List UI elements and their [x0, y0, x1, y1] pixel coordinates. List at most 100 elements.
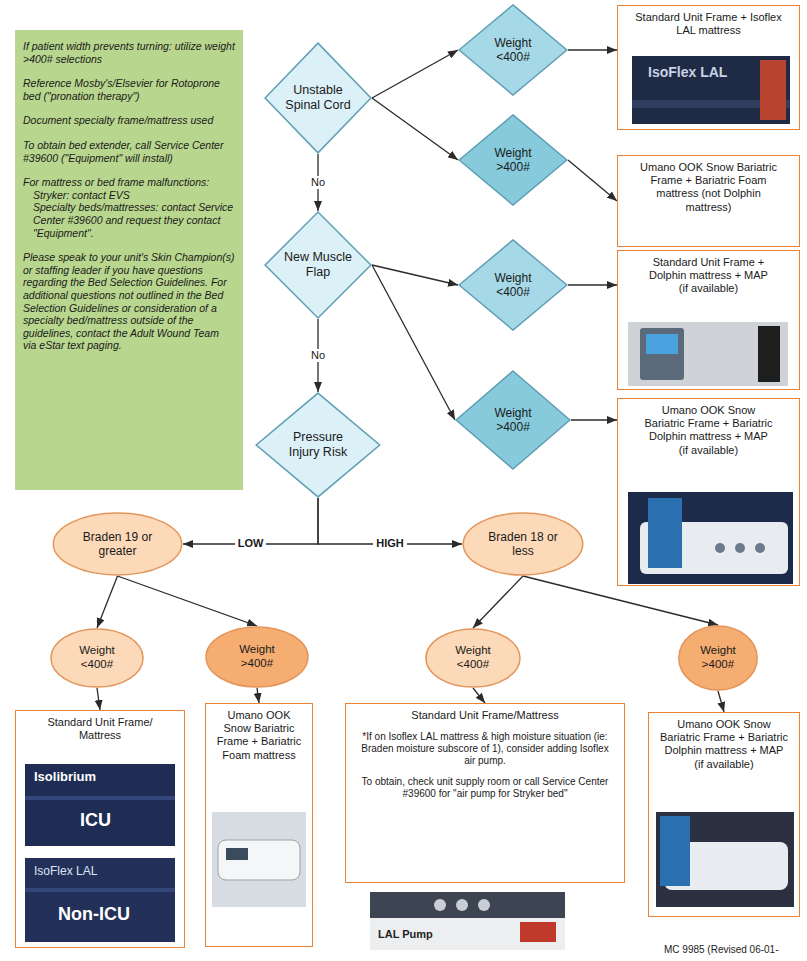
lal-pump-photo: [370, 892, 565, 950]
box-note: To obtain, check unit supply room or cal…: [360, 776, 610, 800]
flow-arrow: [568, 160, 617, 201]
note-text: Document specialty frame/mattress used: [23, 114, 235, 127]
photo-frame: [25, 764, 175, 846]
shape-text-area: Weight >400#: [458, 114, 568, 206]
note-text: Please speak to your unit's Skin Champio…: [23, 251, 235, 352]
photo-text: ICU: [80, 810, 111, 832]
photo-frame: [628, 322, 788, 386]
note-panel: If patient width prevents turning: utili…: [15, 30, 243, 490]
box-note: *If on Isoflex LAL mattress & high moist…: [360, 731, 610, 767]
weight-ellipse: Weight <400#: [50, 628, 144, 688]
shape-text-area: Weight >400#: [205, 626, 309, 688]
shape-text-area: Unstable Spinal Cord: [264, 42, 372, 154]
shape-text-area: Weight <400#: [458, 239, 568, 331]
shape-text-area: Braden 19 or greater: [52, 512, 183, 576]
photo-frame: [656, 812, 794, 907]
shape-label: Weight <400#: [481, 271, 545, 300]
shape-label: Weight <400#: [66, 644, 128, 672]
box-title: Standard Unit Frame/ Mattress: [25, 716, 175, 742]
box-title: Umano OOK Snow Bariatric Frame + Bariatr…: [644, 404, 774, 457]
shape-fill: [463, 513, 583, 575]
weight-ellipse: Weight <400#: [425, 628, 521, 688]
flow-arrow: [568, 284, 617, 285]
note-text: To obtain bed extender, call Service Cen…: [23, 139, 235, 164]
edge-label: No: [308, 176, 328, 189]
pump-tag: [520, 922, 556, 942]
form-number: MC 9985 (Revised 06-01-: [664, 944, 779, 956]
decision-diamond: Weight >400#: [458, 114, 568, 206]
shape-fill: [51, 629, 143, 687]
shape-label: Pressure Injury Risk: [278, 430, 358, 460]
flow-arrow: [372, 98, 458, 160]
box-title: Standard Unit Frame + Dolphin mattress +…: [644, 256, 774, 296]
display-screen: [660, 816, 690, 886]
shape-text-area: Weight >400#: [678, 625, 758, 691]
shape-fill: [265, 43, 371, 153]
mattress-photo: [632, 56, 790, 124]
box-title: Standard Unit Frame + Isoflex LAL mattre…: [634, 11, 784, 37]
photo-frame: [212, 812, 306, 907]
shape-fill: [206, 627, 308, 687]
flow-arrow: [571, 419, 617, 420]
shape-label: Weight >400#: [481, 146, 545, 175]
result-box: Umano OOK Snow Bariatric Frame + Bariatr…: [205, 703, 313, 947]
decision-diamond: New Muscle Flap: [264, 211, 372, 319]
result-box: Standard Unit Frame/Mattress *If on Isofl…: [345, 703, 625, 883]
bariatric-panel-photo: [212, 812, 306, 907]
photo-detail: [760, 60, 786, 120]
weight-ellipse: Weight >400#: [678, 625, 758, 691]
shape-fill: [459, 115, 567, 205]
shape-label: Weight >400#: [226, 643, 288, 671]
photo-text: Non-ICU: [58, 904, 130, 926]
panel-button: [755, 543, 765, 553]
note-text: Stryker: contact EVS: [23, 189, 235, 202]
decision-diamond: Pressure Injury Risk: [255, 392, 381, 498]
flow-arrow: [473, 576, 523, 628]
shape-label: Unstable Spinal Cord: [281, 83, 355, 113]
note-text: Reference Mosby's/Elsevier for Rotoprone…: [23, 77, 235, 102]
note-text: If patient width prevents turning: utili…: [23, 40, 235, 65]
photo-stripe: [25, 888, 175, 892]
photo-stripe: [25, 796, 175, 800]
risk-ellipse: Braden 18 or less: [462, 512, 584, 576]
shape-fill: [53, 513, 181, 575]
shape-fill: [679, 626, 757, 690]
flow-arrow: [97, 576, 118, 628]
box-title: Umano OOK Snow Bariatric Frame + Bariatr…: [634, 161, 784, 214]
control-panel-photo: [628, 492, 793, 584]
result-box: Umano OOK Snow Bariatric Frame + Bariatr…: [617, 155, 800, 247]
shape-text-area: New Muscle Flap: [264, 211, 372, 319]
photo-text: IsoFlex LAL: [34, 864, 97, 878]
flow-arrow: [718, 691, 724, 712]
flow-arrow: [118, 576, 258, 626]
shape-label: Weight <400#: [442, 644, 504, 672]
pump-button: [478, 899, 490, 911]
note-text: For mattress or bed frame malfunctions:: [23, 176, 235, 189]
shape-text-area: Weight <400#: [50, 628, 144, 688]
flow-arrow: [257, 688, 259, 703]
result-box: Umano OOK Snow Bariatric Frame + Bariatr…: [648, 712, 800, 917]
decision-diamond: Weight <400#: [458, 4, 568, 96]
display-screen: [226, 848, 248, 860]
shape-fill: [426, 629, 520, 687]
shape-text-area: Weight >400#: [455, 370, 571, 470]
note-text: Specialty beds/mattresses: contact Servi…: [23, 201, 235, 239]
shape-label: Weight >400#: [690, 644, 746, 672]
shape-text-area: Weight <400#: [425, 628, 521, 688]
weight-ellipse: Weight >400#: [205, 626, 309, 688]
photo-text: IsoFlex LAL: [648, 64, 727, 81]
flow-arrow: [97, 688, 100, 710]
box-title: Standard Unit Frame/Mattress: [360, 709, 610, 722]
decision-diamond: Unstable Spinal Cord: [264, 42, 372, 154]
photo-frame: [628, 492, 793, 584]
box-title: Umano OOK Snow Bariatric Frame + Bariatr…: [659, 718, 789, 771]
edge-label: No: [308, 349, 328, 362]
icu-mattress-photo: [25, 764, 175, 846]
shape-fill: [456, 371, 570, 469]
flow-arrow: [372, 265, 458, 285]
edge-label: HIGH: [373, 537, 407, 550]
photo-frame: [25, 858, 175, 942]
shape-text-area: Pressure Injury Risk: [255, 392, 381, 498]
control-panel: [218, 840, 300, 880]
